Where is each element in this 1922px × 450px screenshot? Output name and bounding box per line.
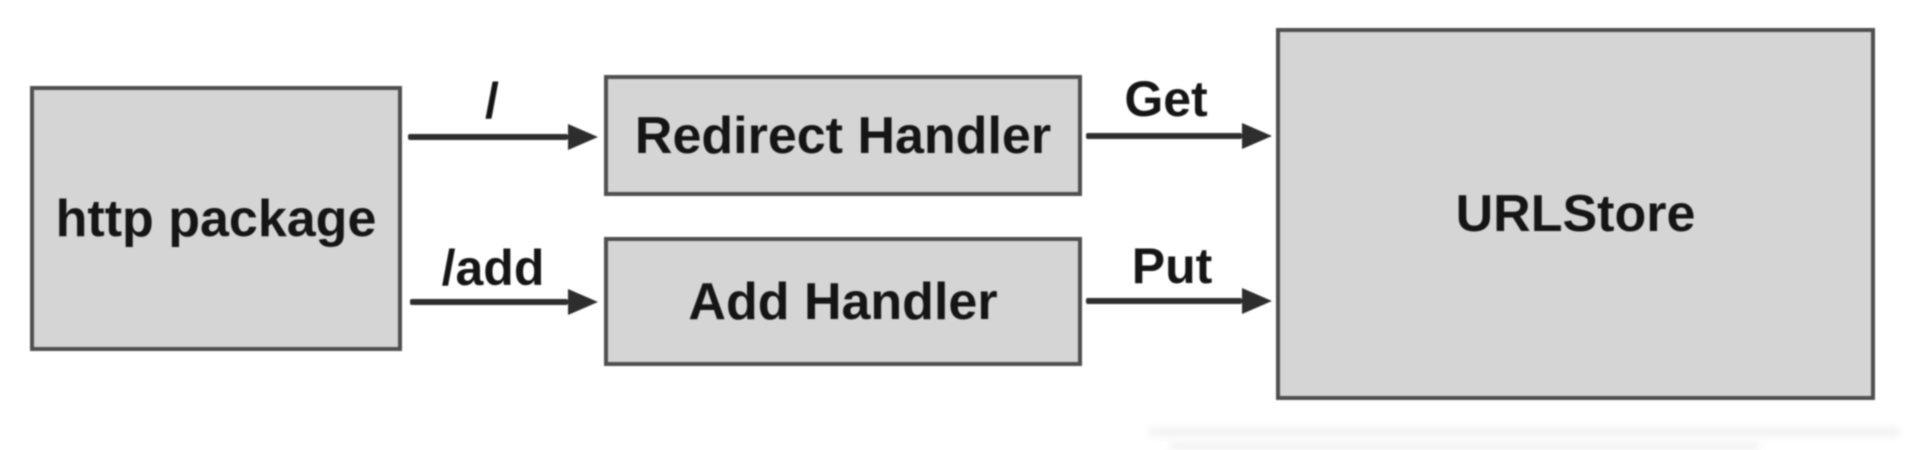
edge-get-label: Get <box>1124 71 1208 127</box>
edge-root-label: / <box>485 73 499 129</box>
scan-artifact <box>1150 428 1900 436</box>
node-add-handler: Add Handler <box>604 237 1082 366</box>
edge-add-arrowhead-icon <box>568 289 598 315</box>
edge-put-line <box>1086 298 1242 304</box>
node-add-handler-label: Add Handler <box>688 272 998 331</box>
edge-put-label: Put <box>1131 238 1213 294</box>
edge-root-line <box>408 134 568 140</box>
edge-get-arrowhead-icon <box>1242 123 1272 149</box>
edge-root-arrowhead-icon <box>568 124 598 150</box>
node-http-package-label: http package <box>55 189 377 248</box>
node-redirect-handler: Redirect Handler <box>604 75 1082 196</box>
edge-get-line <box>1086 133 1242 139</box>
node-urlstore-label: URLStore <box>1455 185 1696 243</box>
node-urlstore: URLStore <box>1276 28 1875 400</box>
edge-add-line <box>410 299 568 305</box>
edge-add-label: /add <box>441 240 545 296</box>
edge-put-arrowhead-icon <box>1242 288 1272 314</box>
node-redirect-handler-label: Redirect Handler <box>634 106 1052 165</box>
scan-artifact <box>1170 444 1760 449</box>
node-http-package: http package <box>30 86 402 351</box>
